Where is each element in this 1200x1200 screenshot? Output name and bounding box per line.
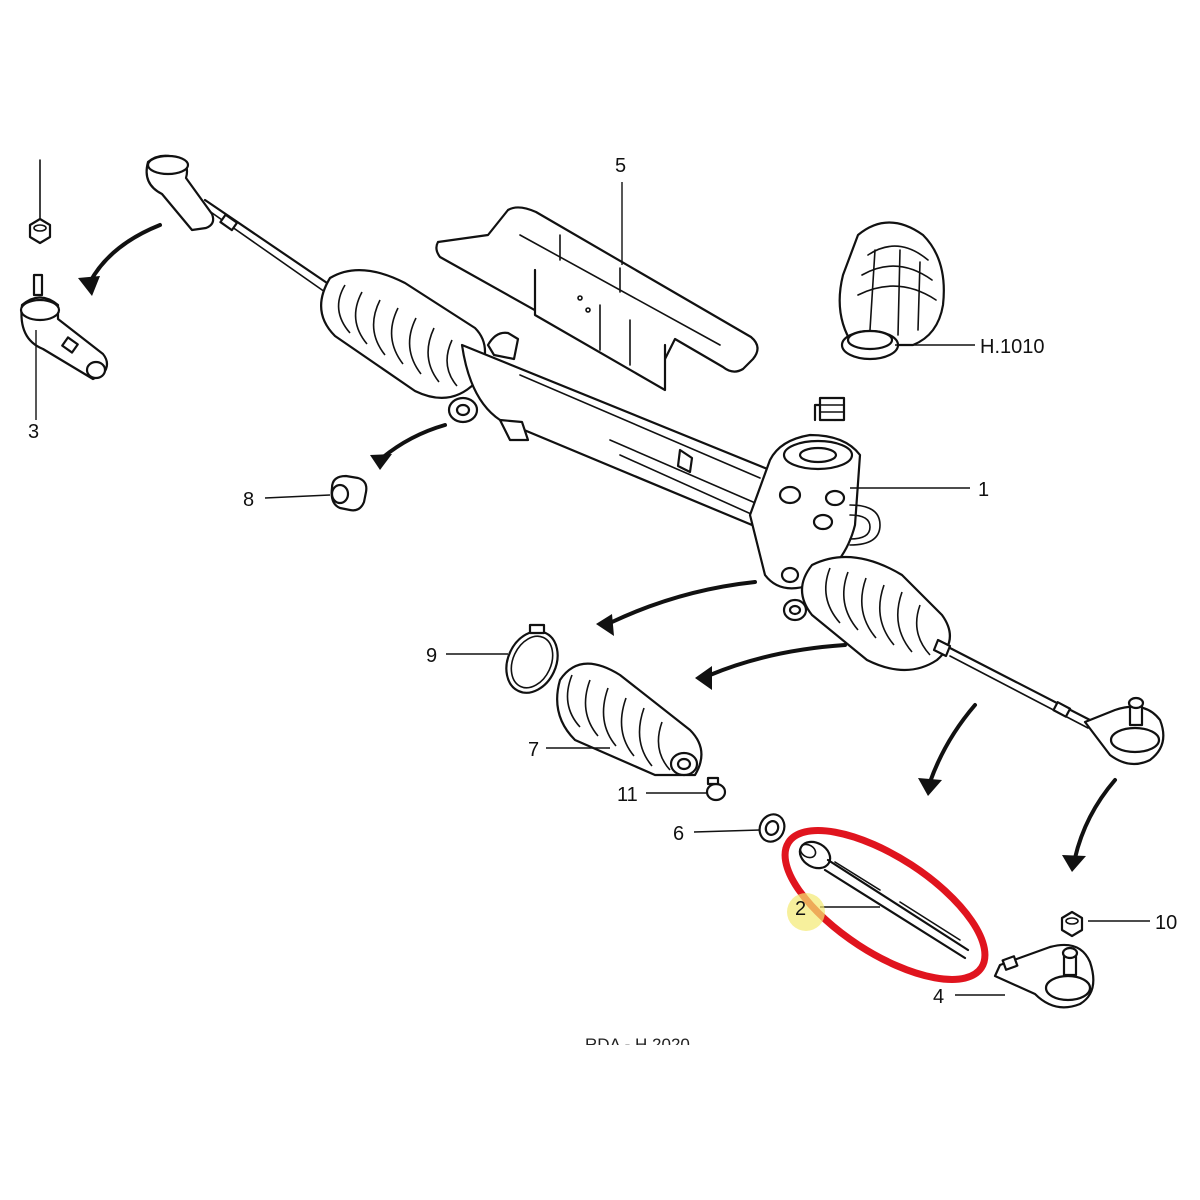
callout-7: 7	[528, 739, 539, 761]
callout-3: 3	[28, 421, 39, 443]
left-rack-boot	[320, 269, 486, 399]
callout-8: 8	[243, 489, 254, 511]
callout-1: 1	[978, 479, 989, 501]
highlight-ring-part-2	[781, 827, 989, 983]
arrow-to-part-10	[1073, 778, 1117, 860]
part-10-nut	[1060, 910, 1084, 938]
h1010-column-boot	[838, 221, 945, 361]
part-3-tie-rod-end	[19, 273, 109, 381]
marker-dot	[787, 893, 825, 931]
part-7-boot	[556, 662, 703, 777]
part-8-bush	[330, 474, 368, 512]
assembly-arrows	[78, 223, 1117, 872]
callout-11: 11	[617, 784, 638, 806]
callout-6: 6	[673, 823, 684, 845]
drawing-code: RDA - H.2020	[585, 1035, 690, 1054]
rack-housing	[460, 343, 802, 547]
callout-9: 9	[426, 645, 437, 667]
callout-4: 4	[933, 986, 944, 1008]
callout-2: 2	[795, 898, 806, 920]
callout-labels: 1 2 3 4 5 6 7 8 9 10 11 H.1010	[28, 155, 1177, 1008]
steering-rack-assembly	[145, 154, 1165, 766]
part-4-tie-rod-end	[993, 943, 1095, 1009]
callout-10: 10	[1155, 912, 1177, 934]
callout-h1010: H.1010	[980, 336, 1045, 358]
arrow-to-part-2	[928, 703, 977, 784]
part-5-cover-plate	[435, 206, 759, 392]
part-11-small-clip	[705, 776, 727, 802]
right-rack-boot	[800, 555, 952, 671]
left-tie-rod	[203, 198, 332, 287]
part-nut-upper-left	[28, 159, 52, 245]
leader-lines	[35, 182, 1150, 996]
part-9-boot-clamp	[505, 623, 559, 694]
part-6-washer	[758, 813, 786, 843]
arrow-to-part-9	[610, 580, 757, 624]
arrow-to-part-8	[380, 423, 447, 460]
pinion-valve-housing	[748, 396, 881, 622]
callout-5: 5	[615, 155, 626, 177]
part-2-inner-tie-rod	[798, 840, 970, 960]
arrow-to-part-3	[88, 223, 162, 284]
arrow-to-part-7	[708, 643, 847, 677]
right-tie-rod-end	[1083, 696, 1165, 766]
